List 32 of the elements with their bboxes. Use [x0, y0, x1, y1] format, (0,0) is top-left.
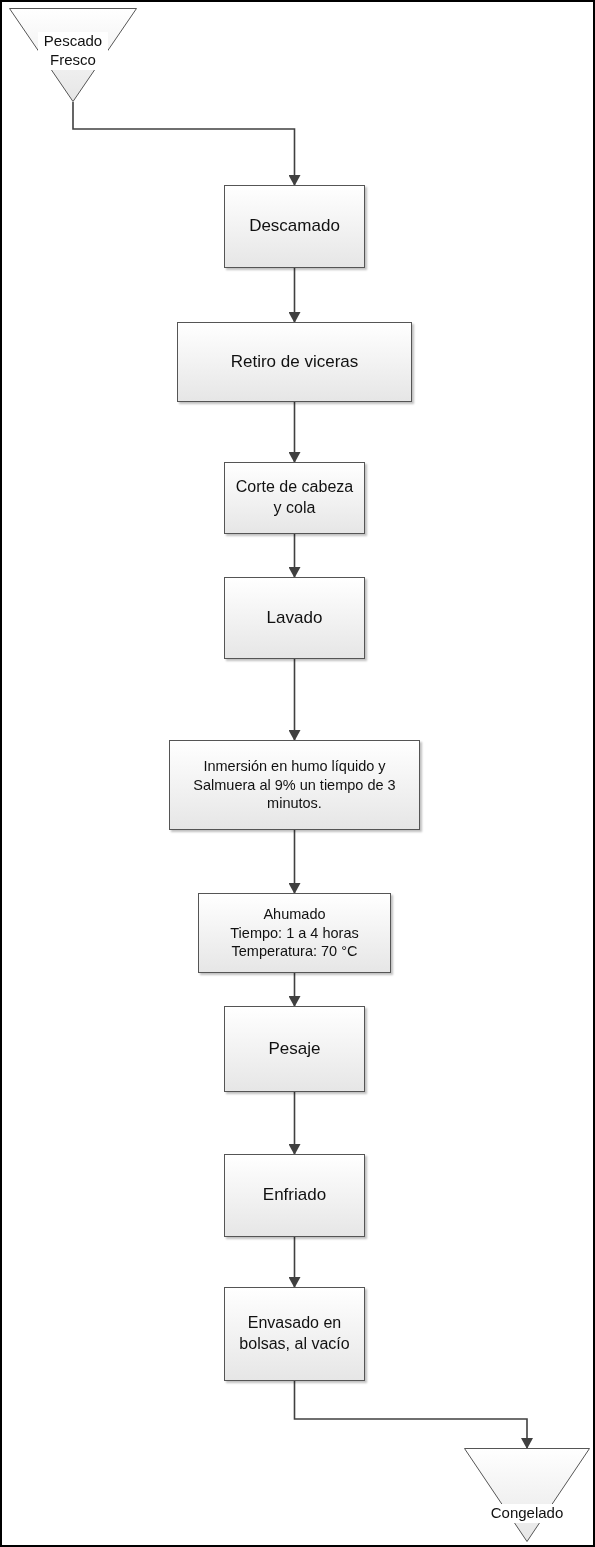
process-box — [224, 1154, 365, 1237]
step-label: Retiro de viceras — [230, 350, 359, 373]
arrow — [72, 101, 301, 186]
process-box — [224, 462, 365, 534]
process-box — [177, 322, 412, 402]
arrow — [288, 658, 301, 741]
process-box — [169, 740, 420, 830]
arrow — [288, 533, 301, 578]
arrow — [288, 1236, 301, 1288]
storage-label: Congelado — [490, 1504, 564, 1523]
step-label: Tiempo: 1 a 4 horas — [230, 923, 359, 943]
process-box — [224, 577, 365, 659]
step-label: Temperatura: 70 °C — [231, 942, 358, 962]
process-box — [198, 893, 391, 973]
arrow — [288, 267, 301, 323]
process-box — [224, 1287, 365, 1381]
storage-label: Pescado Fresco — [38, 32, 108, 70]
step-label: Pesaje — [268, 1037, 321, 1060]
step-label: Envasado en bolsas, al vacío — [238, 1313, 351, 1354]
step-label: Corte de cabeza y cola — [234, 477, 355, 518]
step-label: Inmersión en humo líquido y Salmuera al 9% un tiempo de 3 minutos. — [192, 756, 397, 814]
step-label: Enfriado — [262, 1184, 327, 1207]
process-box — [224, 1006, 365, 1092]
arrow — [288, 401, 301, 463]
arrow — [288, 972, 301, 1007]
step-label: Lavado — [266, 606, 323, 629]
step-label: Descamado — [249, 215, 340, 238]
step-label: Ahumado — [263, 904, 326, 924]
process-box — [224, 185, 365, 268]
arrow — [288, 1091, 301, 1155]
arrow — [293, 1380, 533, 1449]
arrow — [288, 829, 301, 894]
